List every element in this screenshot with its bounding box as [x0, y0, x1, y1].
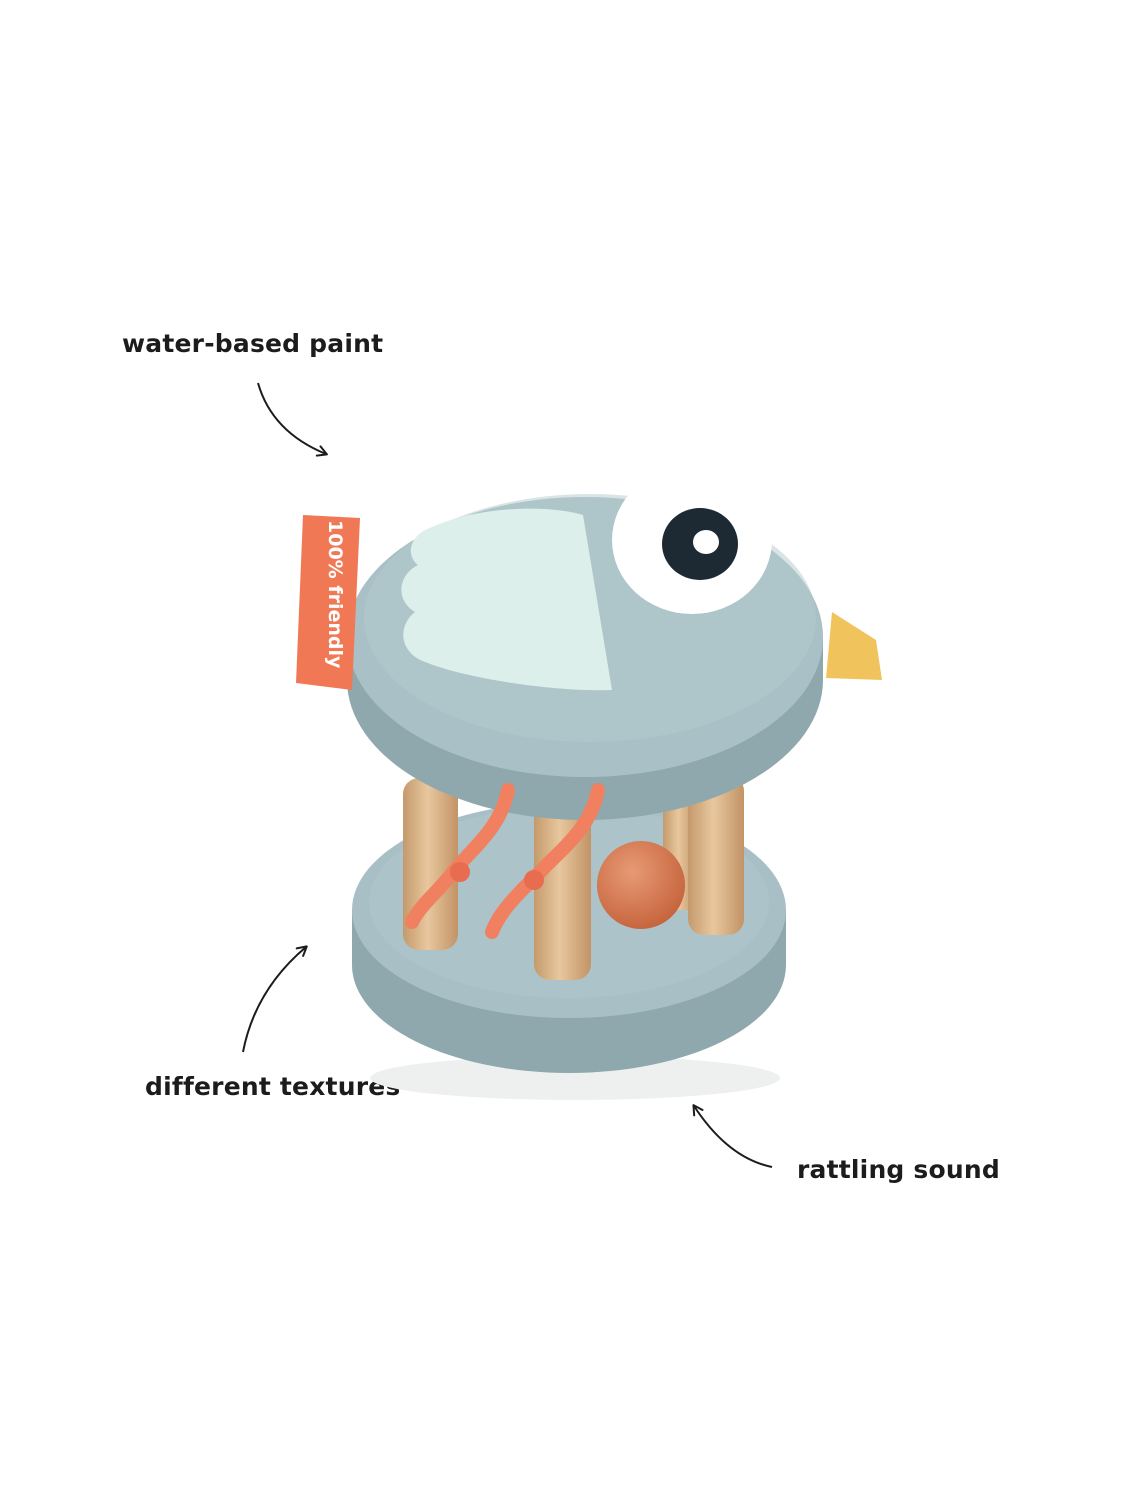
- callout-water-based-paint: water-based paint: [122, 329, 384, 358]
- fabric-tag: 100% friendly: [296, 515, 360, 690]
- beak-icon: [826, 612, 882, 680]
- callout-different-textures: different textures: [145, 1072, 401, 1101]
- rattle-ball: [597, 841, 685, 929]
- callout-rattling-sound: rattling sound: [797, 1155, 1000, 1184]
- eye-icon: [612, 466, 772, 614]
- arrow-sound: [692, 1104, 773, 1168]
- tag-label: 100% friendly: [324, 520, 346, 669]
- arrow-paint: [257, 382, 328, 457]
- cord-knots: [450, 862, 544, 890]
- floor-shadow: [370, 1056, 780, 1100]
- arrow-textures: [242, 945, 308, 1053]
- wing-icon: [401, 508, 612, 691]
- wooden-rods: [403, 775, 744, 950]
